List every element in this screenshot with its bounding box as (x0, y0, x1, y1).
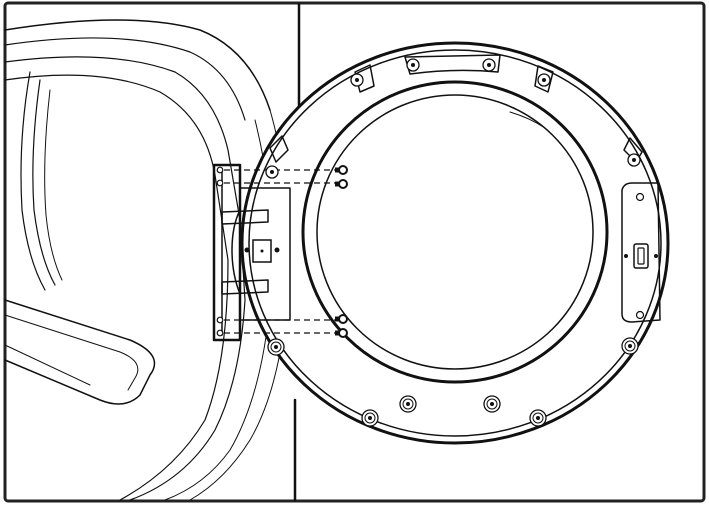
door-bolt (399, 395, 417, 413)
door-bolt (483, 395, 501, 413)
door-bolt (529, 409, 547, 427)
door-bolt (627, 153, 641, 167)
door-latch-icon (621, 182, 661, 323)
door-bolt (361, 409, 379, 427)
door-bolt (350, 73, 364, 87)
screw-alignment-lines (224, 169, 335, 334)
door-bolt (265, 165, 279, 179)
door-bolt (482, 58, 496, 72)
door-bolt (621, 337, 639, 355)
door-bolt (267, 338, 285, 356)
dryer-door-icon (240, 41, 670, 445)
door-bolt (537, 73, 551, 87)
door-bolt (406, 58, 420, 72)
screw-icon (335, 165, 348, 338)
bolt-icon (265, 58, 641, 427)
